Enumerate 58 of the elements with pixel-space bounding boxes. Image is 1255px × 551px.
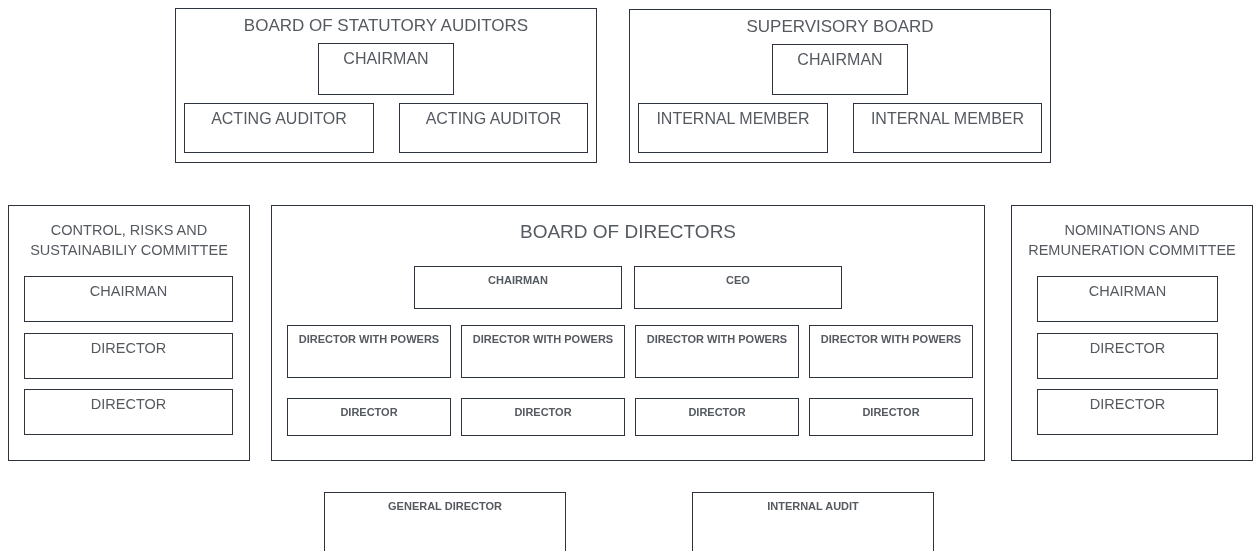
member-box	[853, 103, 1042, 153]
box-label: DIRECTOR	[1088, 339, 1167, 356]
member-box	[635, 325, 799, 378]
box-label: DIRECTOR	[861, 405, 921, 420]
box-label: INTERNAL AUDIT	[766, 499, 860, 514]
member-box	[634, 266, 842, 309]
box-label: INTERNAL MEMBER	[869, 109, 1026, 128]
member-box	[1037, 333, 1218, 379]
member-box	[772, 44, 908, 95]
member-box	[24, 389, 233, 435]
box-label: DIRECTOR	[89, 339, 168, 356]
member-box	[809, 325, 973, 378]
box-label: ACTING AUDITOR	[424, 109, 563, 128]
box-label: GENERAL DIRECTOR	[387, 499, 503, 514]
box-label: DIRECTOR	[513, 405, 573, 420]
box-label: CHAIRMAN	[342, 49, 430, 68]
board-box	[175, 8, 597, 163]
member-box	[1037, 389, 1218, 435]
member-box	[1037, 276, 1218, 322]
member-box	[638, 103, 828, 153]
member-box	[692, 492, 934, 551]
board-box	[629, 9, 1051, 163]
box-title: BOARD OF STATUTORY AUDITORS	[242, 15, 530, 36]
box-label: DIRECTOR	[1088, 395, 1167, 412]
member-box	[635, 398, 799, 436]
box-title: CONTROL, RISKS AND SUSTAINABILIY COMMITTEE	[29, 221, 229, 260]
box-label: CHAIRMAN	[796, 50, 884, 69]
box-label: ACTING AUDITOR	[210, 109, 348, 128]
box-label: CHAIRMAN	[487, 273, 549, 288]
board-box	[271, 205, 985, 461]
member-box	[24, 276, 233, 322]
box-title: BOARD OF DIRECTORS	[518, 220, 738, 243]
member-box	[809, 398, 973, 436]
box-label: CEO	[725, 273, 751, 288]
member-box	[399, 103, 588, 153]
committee-box	[1011, 205, 1253, 461]
box-label: DIRECTOR WITH POWERS	[645, 332, 789, 347]
member-box	[287, 325, 451, 378]
box-label: DIRECTOR WITH POWERS	[819, 332, 963, 347]
committee-box	[8, 205, 250, 461]
box-label: DIRECTOR WITH POWERS	[297, 332, 441, 347]
member-box	[324, 492, 566, 551]
box-label: CHAIRMAN	[1087, 282, 1168, 299]
box-label: INTERNAL MEMBER	[655, 109, 811, 128]
member-box	[24, 333, 233, 379]
box-label: DIRECTOR	[339, 405, 399, 420]
member-box	[287, 398, 451, 436]
member-box	[318, 43, 454, 95]
member-box	[184, 103, 374, 153]
box-label: DIRECTOR WITH POWERS	[471, 332, 615, 347]
member-box	[461, 325, 625, 378]
box-label: CHAIRMAN	[88, 282, 169, 299]
box-label: DIRECTOR	[89, 395, 168, 412]
box-title: NOMINATIONS AND REMUNERATION COMMITTEE	[1027, 221, 1237, 260]
box-title: SUPERVISORY BOARD	[745, 16, 935, 37]
member-box	[461, 398, 625, 436]
box-label: DIRECTOR	[687, 405, 747, 420]
member-box	[414, 266, 622, 309]
